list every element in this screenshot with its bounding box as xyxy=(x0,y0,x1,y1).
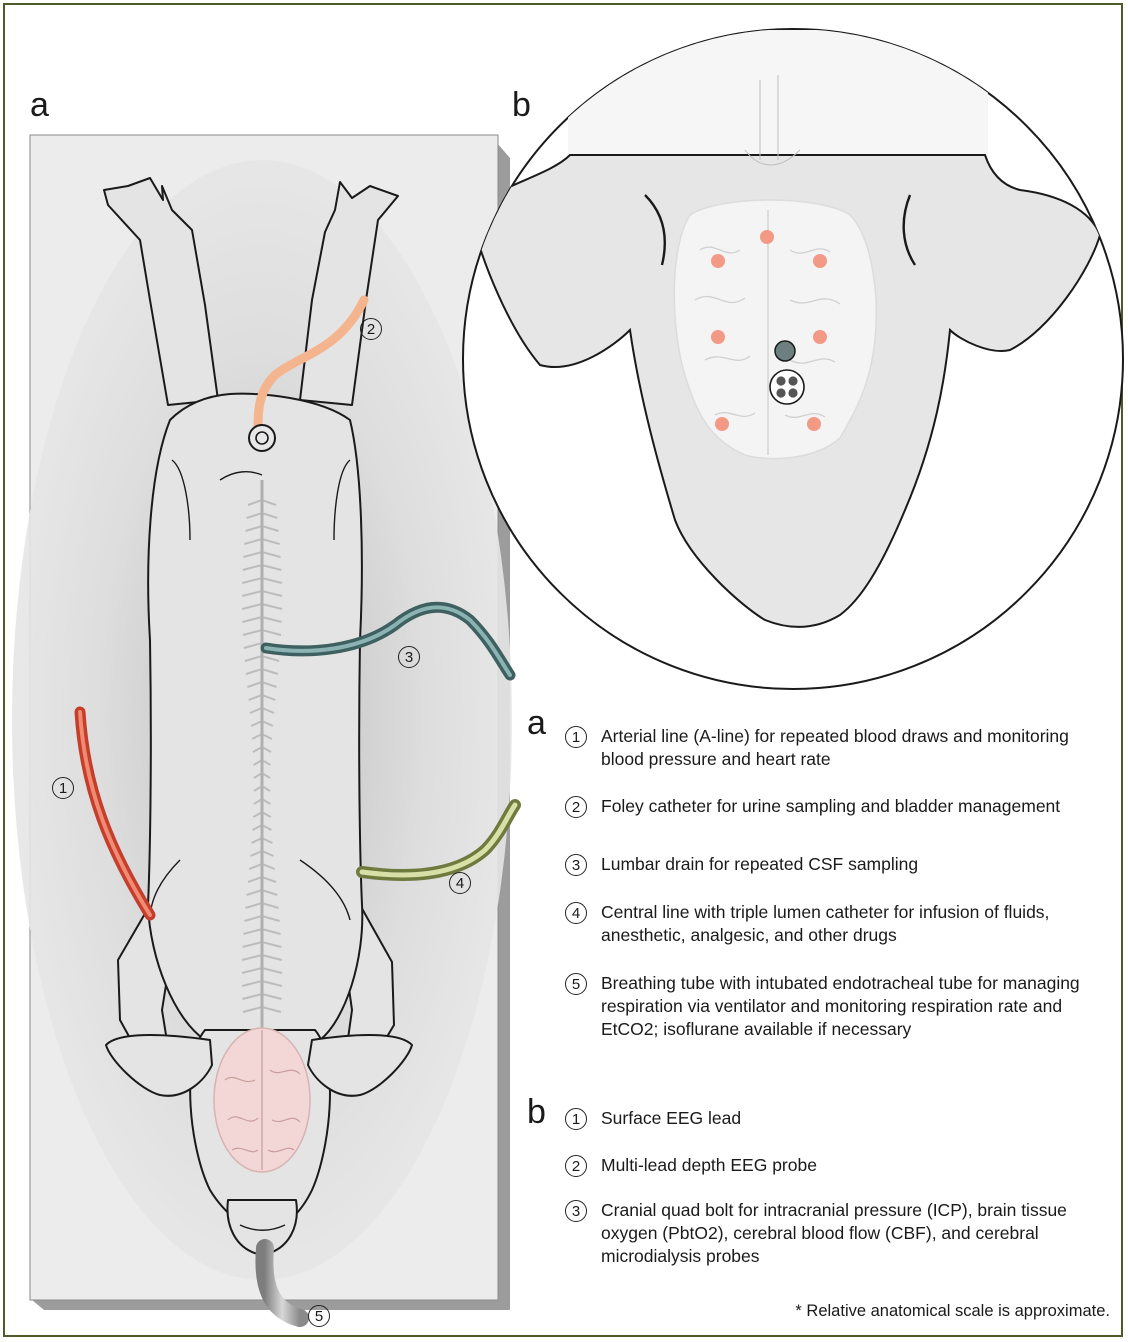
magnified-head-panel xyxy=(463,29,1123,689)
footnote: * Relative anatomical scale is approxima… xyxy=(795,1302,1110,1321)
depth-eeg-probe xyxy=(775,341,795,361)
legend-b-letter: b xyxy=(527,1095,546,1129)
callout-2: 2 xyxy=(360,318,382,340)
surface-eeg-lead xyxy=(813,330,827,344)
callout-5: 5 xyxy=(308,1305,330,1327)
callout-1: 1 xyxy=(52,777,74,799)
callout-3: 3 xyxy=(398,646,420,668)
surface-eeg-lead xyxy=(711,254,725,268)
cranial-quad-bolt xyxy=(770,370,804,404)
pig-brain xyxy=(214,1028,310,1172)
surface-eeg-lead xyxy=(807,417,821,431)
callout-4: 4 xyxy=(449,872,471,894)
panel-label-a: a xyxy=(30,88,49,122)
surface-eeg-lead xyxy=(711,330,725,344)
panel-label-b: b xyxy=(512,88,531,122)
surface-eeg-lead xyxy=(715,417,729,431)
surface-eeg-lead xyxy=(760,230,774,244)
legend-a-letter: a xyxy=(527,706,546,740)
surface-eeg-lead xyxy=(813,254,827,268)
